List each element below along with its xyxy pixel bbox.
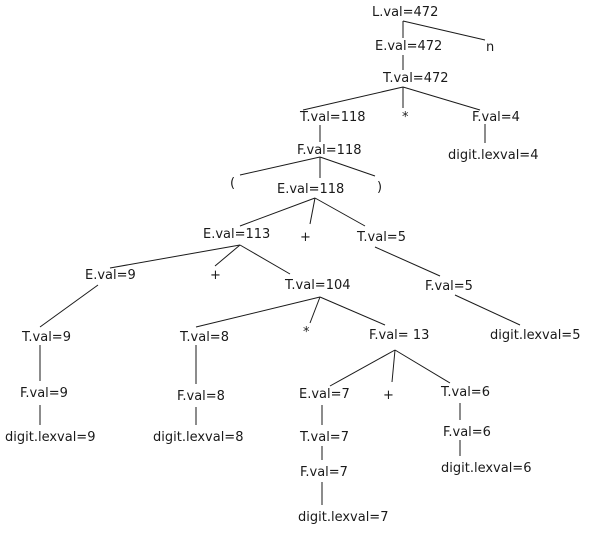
edge-f13-e7 bbox=[329, 349, 396, 387]
node-l-val: L.val=472 bbox=[372, 5, 439, 20]
edge-e118-e113 bbox=[239, 197, 316, 227]
edge-t104-star bbox=[309, 296, 321, 324]
edge-t472-f4 bbox=[402, 86, 481, 111]
node-digit-6: digit.lexval=6 bbox=[441, 461, 532, 476]
edge-f118-rparen bbox=[319, 156, 376, 177]
node-f-val-118: F.val=118 bbox=[297, 143, 362, 158]
node-e-val-113: E.val=113 bbox=[203, 227, 271, 242]
edge-e113-t104 bbox=[239, 244, 291, 275]
edge-t5-f5 bbox=[374, 246, 441, 277]
edge-e113-e9 bbox=[109, 244, 241, 269]
node-f-val-8: F.val=8 bbox=[177, 389, 225, 404]
node-e-val-118: E.val=118 bbox=[277, 182, 345, 197]
node-plus-3: + bbox=[383, 388, 394, 403]
node-e-val-7: E.val=7 bbox=[299, 387, 350, 402]
node-e-val-472: E.val=472 bbox=[375, 39, 443, 54]
node-t-val-104: T.val=104 bbox=[285, 278, 351, 293]
node-t-val-5: T.val=5 bbox=[357, 230, 406, 245]
node-digit-8: digit.lexval=8 bbox=[153, 430, 244, 445]
node-times-2: * bbox=[303, 325, 310, 340]
edge-f5-digit5 bbox=[454, 294, 521, 326]
node-f-val-7: F.val=7 bbox=[300, 465, 348, 480]
edge-e118-plus bbox=[309, 197, 316, 225]
edge-f13-t6 bbox=[394, 349, 451, 384]
node-digit-9: digit.lexval=9 bbox=[5, 430, 96, 445]
edge-e118-t5 bbox=[314, 197, 366, 227]
node-t-val-118: T.val=118 bbox=[300, 110, 366, 125]
node-n: n bbox=[486, 40, 495, 55]
node-plus-2: + bbox=[210, 268, 221, 283]
node-plus-1: + bbox=[300, 230, 311, 245]
node-digit-4: digit.lexval=4 bbox=[448, 148, 539, 163]
edge-t472-t118 bbox=[302, 86, 404, 111]
node-f-val-9: F.val=9 bbox=[20, 386, 68, 401]
node-digit-5: digit.lexval=5 bbox=[490, 328, 581, 343]
edge-t104-t8 bbox=[195, 296, 321, 328]
node-t-val-9: T.val=9 bbox=[22, 330, 71, 345]
node-f-val-4: F.val=4 bbox=[472, 110, 520, 125]
node-t-val-6: T.val=6 bbox=[441, 385, 490, 400]
node-left-paren: ( bbox=[230, 176, 236, 191]
node-f-val-6: F.val=6 bbox=[443, 425, 491, 440]
edge-t104-f13 bbox=[319, 296, 386, 326]
edge-l-n bbox=[402, 20, 486, 41]
edge-f118-lparen bbox=[239, 156, 321, 176]
node-t-val-472: T.val=472 bbox=[383, 71, 449, 86]
node-digit-7: digit.lexval=7 bbox=[298, 510, 389, 525]
node-f-val-5: F.val=5 bbox=[425, 279, 473, 294]
node-times-1: * bbox=[402, 110, 409, 125]
node-f-val-13: F.val= 13 bbox=[369, 328, 430, 343]
node-right-paren: ) bbox=[377, 180, 383, 195]
edge-e9-t9 bbox=[39, 284, 99, 328]
node-e-val-9: E.val=9 bbox=[85, 268, 136, 283]
node-t-val-7: T.val=7 bbox=[300, 430, 349, 445]
edge-e113-plus bbox=[214, 244, 241, 267]
node-t-val-8: T.val=8 bbox=[180, 330, 229, 345]
edge-f13-plus bbox=[391, 349, 396, 383]
